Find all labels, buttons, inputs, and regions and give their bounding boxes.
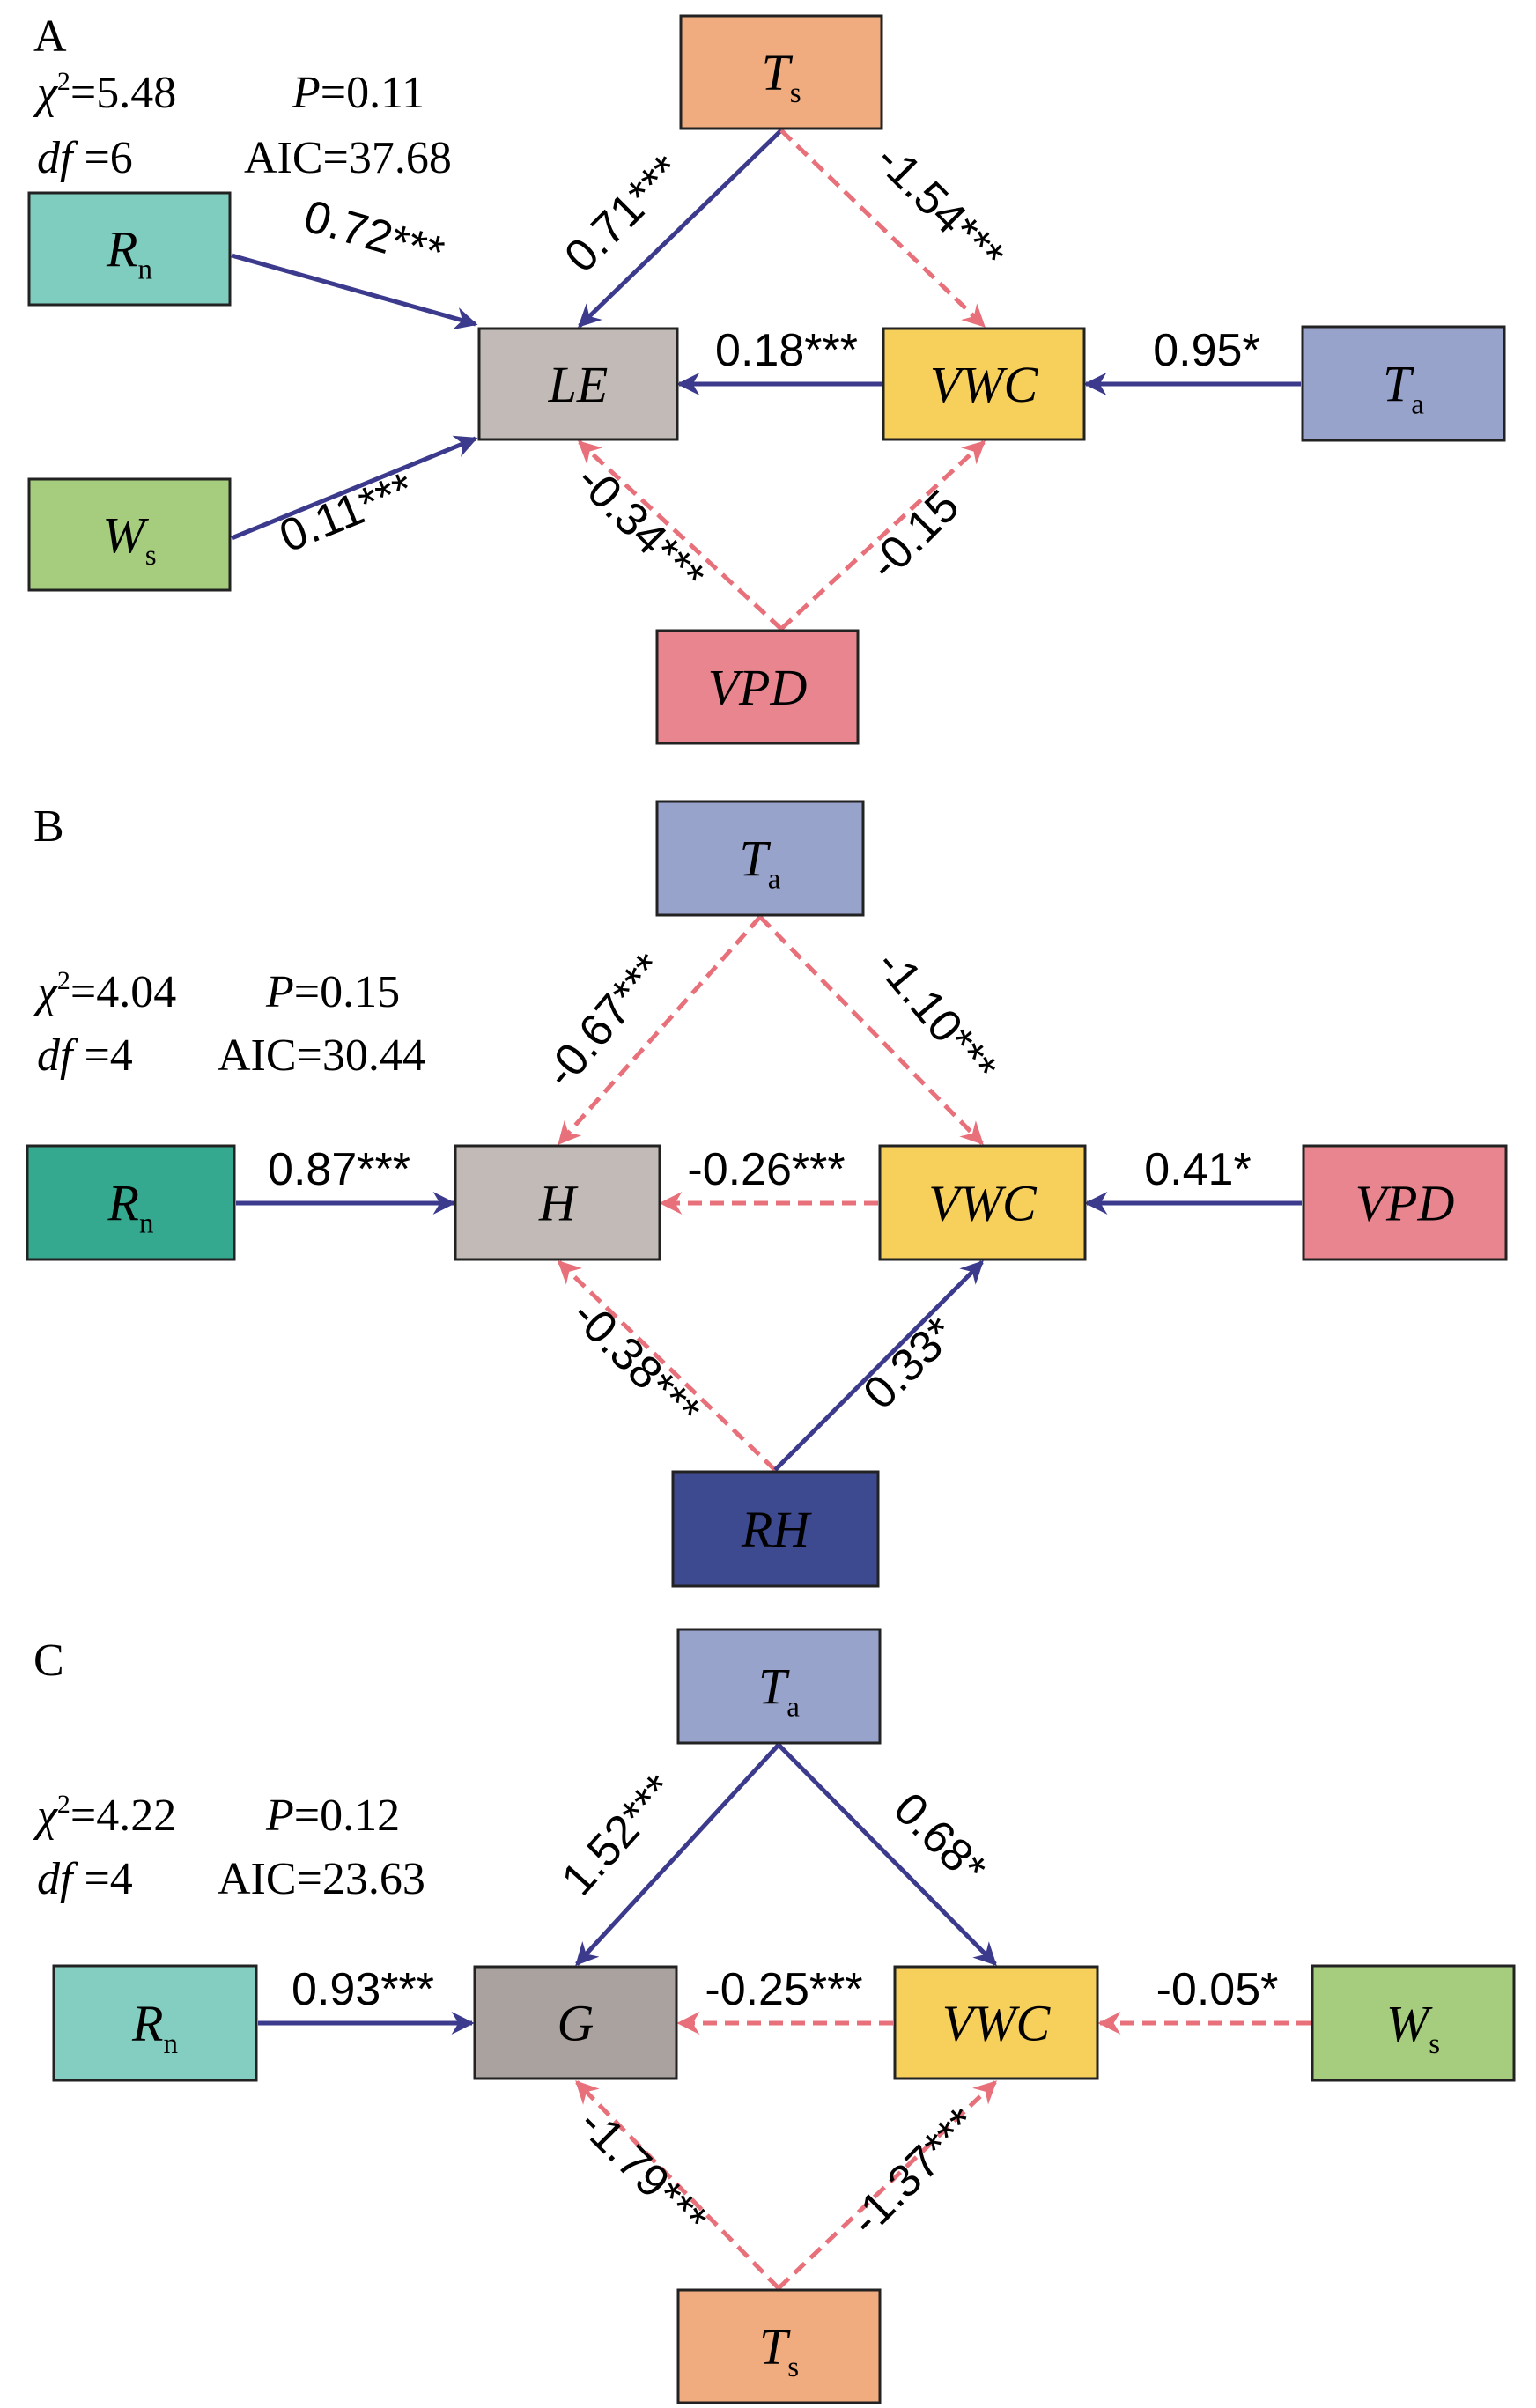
path-arrow-ts-to-g: [575, 2080, 780, 2290]
path-arrow-vpd-to-vwc: [779, 440, 986, 631]
path-coefficient-ts-to-vwc: -1.37***: [840, 2098, 988, 2246]
path-coefficient-ta-to-g: 1.52***: [552, 1765, 685, 1905]
node-vpd: VPD: [1302, 1144, 1508, 1261]
path-coefficient-rn-to-h: 0.87***: [268, 1144, 410, 1195]
path-coefficient-vpd-to-le: -0.34***: [566, 454, 714, 602]
node-label: Ts: [759, 2318, 799, 2383]
path-coefficient-rh-to-h: -0.38***: [562, 1289, 710, 1437]
aic-stat: AIC=23.63: [218, 1854, 425, 1904]
panel-c: Cχ2=4.22 P=0.12 df =4 AIC=23.63 1.52*** 0.68*…: [33, 1628, 1516, 2404]
node-rn: Rn: [26, 1144, 236, 1261]
node-le: LE: [477, 327, 679, 441]
path-arrow-rn-to-le: [231, 253, 478, 330]
path-coefficient-ta-to-vwc: -1.10***: [866, 940, 1007, 1094]
path-coefficient-ts-to-vwc: -1.54***: [866, 134, 1014, 282]
node-ws: Ws: [27, 477, 232, 592]
path-coefficient-ts-to-le: 0.71***: [555, 145, 692, 283]
path-arrow-ts-to-vwc: [777, 2080, 997, 2290]
p-value-stat: P=0.15: [265, 967, 400, 1017]
node-label: VWC: [942, 1995, 1052, 2052]
chi-square-stat: χ2=4.04: [33, 966, 176, 1017]
node-label: VPD: [708, 659, 808, 716]
path-coefficient-rh-to-vwc: 0.33*: [854, 1308, 966, 1420]
path-coefficient-vwc-to-h: -0.26***: [687, 1144, 845, 1195]
path-coefficient-ws-to-le: 0.11***: [272, 463, 420, 563]
node-h: H: [454, 1144, 661, 1261]
path-arrow-ta-to-vwc: [758, 915, 984, 1145]
path-arrow-ws-to-le: [231, 435, 478, 541]
node-label: Rn: [131, 1995, 178, 2060]
path-coefficient-vwc-to-le: 0.18***: [715, 325, 858, 376]
panel-b: Bχ2=4.04 P=0.15 df =4 AIC=30.44 -0.67*** -1.1…: [26, 800, 1508, 1588]
panel-label: A: [33, 11, 67, 62]
aic-stat: AIC=30.44: [218, 1030, 425, 1081]
panel-label: B: [33, 801, 64, 852]
path-arrow-rh-to-h: [558, 1260, 777, 1472]
node-vwc: VWC: [893, 1965, 1099, 2080]
aic-stat: AIC=37.68: [244, 133, 452, 183]
node-label: H: [538, 1175, 579, 1232]
panel-label: C: [33, 1636, 64, 1686]
node-label: G: [558, 1995, 594, 2052]
node-ts: Ts: [679, 14, 883, 130]
path-arrow-ts-to-le: [578, 129, 783, 328]
node-label: VWC: [928, 1175, 1038, 1232]
path-coefficient-rn-to-le: 0.72***: [299, 190, 450, 278]
df-stat: df =6: [37, 133, 133, 183]
node-label: Ws: [1386, 1995, 1440, 2060]
node-label: Ta: [758, 1658, 800, 1724]
node-ta: Ta: [655, 800, 865, 917]
path-coefficient-rn-to-g: 0.93***: [292, 1964, 434, 2015]
path-coefficient-ta-to-vwc: 0.68*: [884, 1784, 996, 1895]
node-label: Ta: [1383, 356, 1424, 421]
node-ws: Ws: [1311, 1964, 1516, 2082]
chi-square-stat: χ2=5.48: [33, 67, 176, 118]
node-vwc: VWC: [882, 327, 1086, 441]
node-vwc: VWC: [878, 1144, 1087, 1261]
node-label: Ws: [102, 506, 156, 572]
node-label: Rn: [107, 1175, 154, 1240]
path-coefficient-ws-to-vwc: -0.05*: [1156, 1964, 1279, 2015]
fit-statistics: χ2=4.04 P=0.15 df =4 AIC=30.44: [33, 966, 425, 1081]
path-arrow-ta-to-h: [558, 915, 762, 1145]
node-ta: Ta: [1301, 325, 1506, 442]
node-ta: Ta: [676, 1628, 882, 1745]
df-stat: df =4: [37, 1854, 133, 1904]
chi-square-stat: χ2=4.22: [33, 1790, 176, 1841]
p-value-stat: P=0.12: [265, 1791, 400, 1841]
node-label: VPD: [1355, 1175, 1455, 1232]
path-coefficient-vwc-to-g: -0.25***: [705, 1964, 862, 2015]
node-rn: Rn: [52, 1964, 258, 2082]
path-arrow-ta-to-vwc: [777, 1743, 997, 1966]
path-coefficient-ta-to-h: -0.67***: [535, 944, 676, 1098]
node-label: Ts: [761, 44, 801, 109]
path-arrow-rh-to-vwc: [773, 1260, 984, 1472]
path-coefficient-ts-to-g: -1.79***: [569, 2098, 717, 2246]
node-label: Rn: [106, 221, 152, 286]
node-g: G: [473, 1965, 678, 2080]
node-vpd: VPD: [655, 629, 860, 745]
node-label: RH: [741, 1501, 812, 1558]
node-rh: RH: [671, 1470, 880, 1588]
node-rn: Rn: [27, 191, 232, 307]
path-arrow-ta-to-g: [575, 1743, 780, 1966]
panel-a: Aχ2=5.48 P=0.11 df =6 AIC=37.68 0.72*** 0.11*…: [27, 11, 1506, 745]
node-label: VWC: [930, 356, 1039, 413]
fit-statistics: χ2=5.48 P=0.11 df =6 AIC=37.68: [33, 67, 452, 183]
fit-statistics: χ2=4.22 P=0.12 df =4 AIC=23.63: [33, 1790, 425, 1904]
df-stat: df =4: [37, 1030, 133, 1081]
path-arrow-ts-to-vwc: [779, 129, 986, 328]
path-coefficient-vpd-to-vwc: -0.15: [860, 481, 970, 591]
path-arrow-vpd-to-le: [578, 440, 783, 631]
path-coefficient-vpd-to-vwc: 0.41*: [1144, 1144, 1251, 1195]
node-label: Ta: [740, 831, 781, 896]
node-ts: Ts: [676, 2288, 882, 2404]
p-value-stat: P=0.11: [292, 68, 425, 118]
node-label: LE: [548, 356, 609, 413]
path-coefficient-ta-to-vwc: 0.95*: [1153, 325, 1259, 376]
